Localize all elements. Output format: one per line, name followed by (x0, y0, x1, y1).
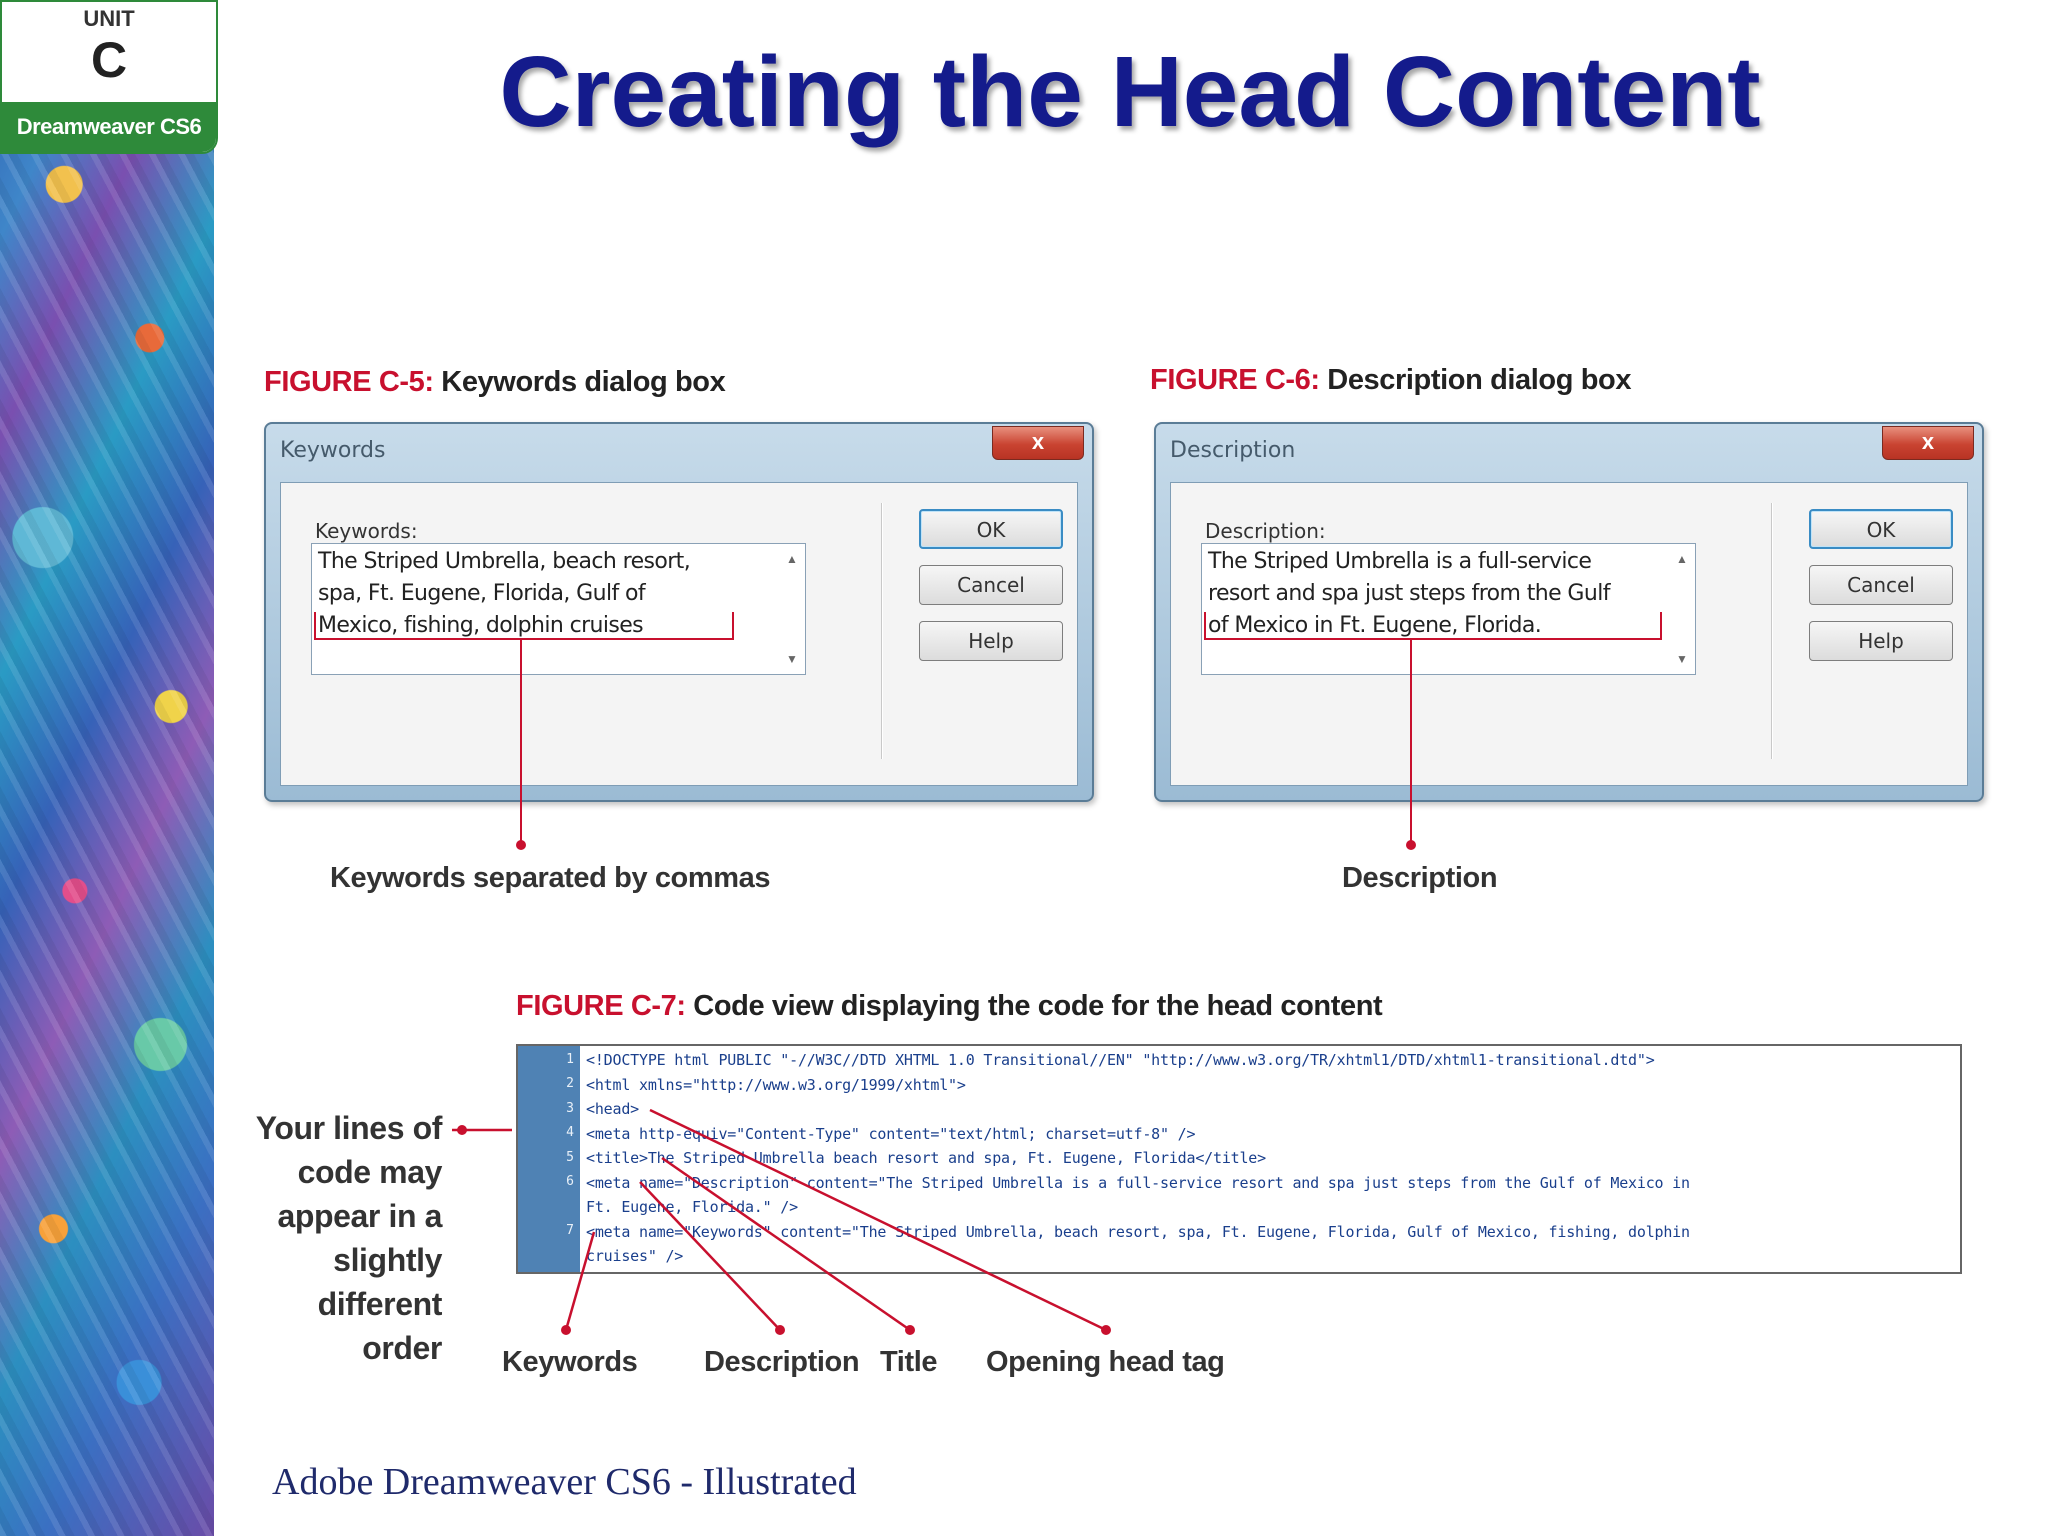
page-title: Creating the Head Content (499, 36, 1761, 148)
decorative-side-strip (0, 0, 214, 1536)
keywords-line-2: spa, Ft. Eugene, Florida, Gulf of (318, 581, 646, 606)
line-number: 7 (566, 1223, 574, 1238)
code-line-meta-content-type: <meta http-equiv="Content-Type" content=… (586, 1124, 1196, 1143)
scroll-up-arrow-icon[interactable]: ▲ (1676, 552, 1688, 566)
unit-letter: C (90, 32, 128, 88)
code-line-meta-keywords-cont: cruises" /> (586, 1247, 684, 1265)
line-number: 5 (566, 1150, 574, 1165)
description-pointer-dot (775, 1325, 785, 1335)
description-callout-label: Description (1342, 862, 1498, 894)
code-line-title: <title>The Striped Umbrella beach resort… (586, 1149, 1266, 1167)
description-dialog-body: Description: The Striped Umbrella is a f… (1170, 482, 1968, 786)
code-line-meta-description: <meta name="Description" content="The St… (586, 1173, 1690, 1192)
head-code-callout: Opening head tag (986, 1346, 1225, 1378)
code-lines: <!DOCTYPE html PUBLIC "-//W3C//DTD XHTML… (586, 1048, 1954, 1269)
code-view-panel[interactable]: 1 2 3 4 5 6 7 <!DOCTYPE html PUBLIC "-//… (516, 1044, 1962, 1274)
keywords-field-label: Keywords: (315, 519, 418, 543)
description-textarea-text: The Striped Umbrella is a full-service r… (1208, 546, 1670, 642)
code-line-html: <html xmlns="http://www.w3.org/1999/xhtm… (586, 1075, 966, 1094)
description-line-1: The Striped Umbrella is a full-service (1208, 549, 1592, 574)
keywords-dialog-body: Keywords: The Striped Umbrella, beach re… (280, 482, 1078, 786)
line-number: 3 (566, 1101, 574, 1116)
description-code-callout: Description (704, 1346, 860, 1378)
figure-c6-caption: FIGURE C-6: Description dialog box (1150, 364, 1631, 397)
description-callout-dot (1406, 840, 1416, 850)
keywords-dialog-title: Keywords (280, 438, 386, 463)
keywords-line-3: Mexico, fishing, dolphin cruises (318, 613, 644, 638)
description-ok-button[interactable]: OK (1809, 509, 1953, 549)
description-dialog: Description x Description: The Striped U… (1154, 422, 1984, 802)
keywords-callout-label: Keywords separated by commas (330, 862, 771, 894)
line-number: 4 (566, 1125, 574, 1140)
keywords-textarea[interactable]: The Striped Umbrella, beach resort, spa,… (311, 543, 806, 675)
keywords-dialog: Keywords x Keywords: The Striped Umbrell… (264, 422, 1094, 802)
keywords-pointer-dot (561, 1325, 571, 1335)
scroll-up-arrow-icon[interactable]: ▲ (786, 552, 798, 566)
scroll-down-arrow-icon[interactable]: ▼ (1676, 652, 1688, 666)
figure-c7-title: Code view displaying the code for the he… (693, 990, 1383, 1022)
order-note-dot (457, 1125, 467, 1135)
figure-c5-title: Keywords dialog box (441, 366, 726, 398)
description-callout-line (1410, 640, 1412, 846)
title-code-callout: Title (880, 1346, 938, 1378)
keywords-textarea-text: The Striped Umbrella, beach resort, spa,… (318, 546, 780, 642)
figure-c5-number: FIGURE C-5: (264, 366, 434, 398)
figure-c5-caption: FIGURE C-5: Keywords dialog box (264, 366, 726, 399)
unit-label: UNIT (83, 6, 135, 31)
order-note: Your lines of code may appear in a sligh… (255, 1110, 443, 1366)
description-dialog-title: Description (1170, 438, 1296, 463)
figure-c6-number: FIGURE C-6: (1150, 364, 1320, 396)
footer-text: Adobe Dreamweaver CS6 - Illustrated (272, 1461, 857, 1503)
keywords-line-1: The Striped Umbrella, beach resort, (318, 549, 691, 574)
keywords-callout-line (520, 640, 522, 846)
keywords-help-button[interactable]: Help (919, 621, 1063, 661)
code-line-doctype: <!DOCTYPE html PUBLIC "-//W3C//DTD XHTML… (586, 1051, 1655, 1069)
description-close-button[interactable]: x (1882, 426, 1974, 460)
keywords-ok-button[interactable]: OK (919, 509, 1063, 549)
code-line-head: <head> (586, 1100, 639, 1118)
description-cancel-button[interactable]: Cancel (1809, 565, 1953, 605)
head-pointer-dot (1101, 1325, 1111, 1335)
dialog-separator (881, 503, 883, 759)
line-number: 6 (566, 1174, 574, 1189)
keywords-callout-dot (516, 840, 526, 850)
unit-badge: UNIT C Dreamweaver CS6 (0, 0, 218, 154)
figure-c7-caption: FIGURE C-7: Code view displaying the cod… (516, 990, 1383, 1023)
figure-c7-number: FIGURE C-7: (516, 990, 686, 1022)
keywords-close-button[interactable]: x (992, 426, 1084, 460)
keywords-highlight-bracket (314, 612, 734, 640)
product-band: Dreamweaver CS6 (2, 102, 216, 152)
description-textarea[interactable]: The Striped Umbrella is a full-service r… (1201, 543, 1696, 675)
description-highlight-bracket (1204, 612, 1662, 640)
description-field-label: Description: (1205, 519, 1326, 543)
title-pointer-dot (905, 1325, 915, 1335)
description-line-3: of Mexico in Ft. Eugene, Florida. (1208, 613, 1542, 638)
keywords-code-callout: Keywords (502, 1346, 638, 1378)
scroll-down-arrow-icon[interactable]: ▼ (786, 652, 798, 666)
dialog-separator (1771, 503, 1773, 759)
figure-c6-title: Description dialog box (1327, 364, 1632, 396)
line-number: 2 (566, 1076, 574, 1091)
code-line-meta-description-cont: Ft. Eugene, Florida." /> (586, 1198, 798, 1216)
description-help-button[interactable]: Help (1809, 621, 1953, 661)
line-number: 1 (566, 1052, 574, 1067)
line-number-gutter: 1 2 3 4 5 6 7 (518, 1046, 580, 1272)
description-line-2: resort and spa just steps from the Gulf (1208, 581, 1610, 606)
keywords-cancel-button[interactable]: Cancel (919, 565, 1063, 605)
code-line-meta-keywords: <meta name="Keywords" content="The Strip… (586, 1222, 1690, 1241)
